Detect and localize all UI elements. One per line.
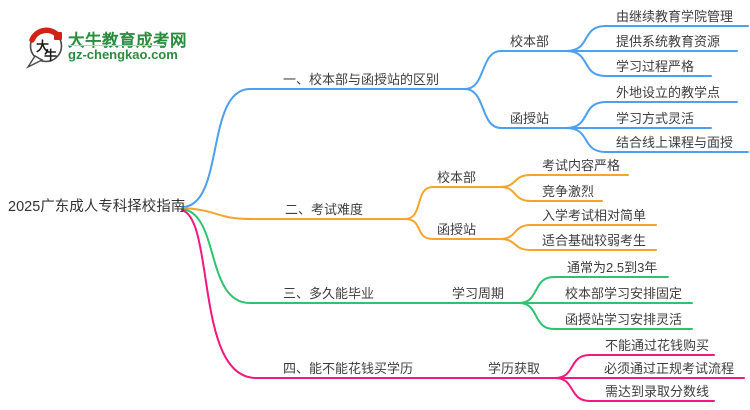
branch-3-label: 三、多久能毕业 — [283, 286, 375, 301]
branch-2-wires — [181, 174, 657, 251]
logo-red-seal — [54, 32, 62, 40]
wire-b2-main — [181, 207, 406, 220]
wire-b1-fork-down — [464, 88, 567, 129]
branch-2-group-2-label: 函授站 — [437, 222, 477, 237]
branch-3-wires — [181, 208, 693, 330]
branch-4-group-1-label: 学历获取 — [488, 361, 541, 376]
logo-bubble-tail — [26, 55, 44, 69]
root-node: 2025广东成人专科择校指南 — [8, 199, 186, 215]
branch-1-label: 一、校本部与函授站的区别 — [283, 72, 440, 87]
wire-b2-leaf-4 — [499, 238, 657, 251]
wire-b4-main — [181, 209, 556, 379]
wire-b4-leaf-3 — [554, 377, 715, 402]
branch-2-group-1-label: 校本部 — [437, 170, 477, 185]
leaf: 通常为2.5到3年 — [567, 260, 658, 275]
branch-4-wires — [181, 209, 745, 402]
branch-1-wires — [181, 25, 749, 208]
logo-url: gz-chengkao.com — [68, 47, 178, 62]
wire-b1-leaf-6 — [565, 127, 749, 153]
logo-separator — [68, 45, 165, 46]
leaf: 入学考试相对简单 — [542, 208, 647, 223]
logo-char-da: 大 — [36, 39, 49, 54]
branch-2-label: 二、考试难度 — [285, 202, 364, 217]
leaf: 提供系统教育资源 — [616, 34, 721, 49]
leaf: 学习过程严格 — [616, 59, 695, 74]
leaf: 由继续教育学院管理 — [616, 9, 734, 24]
leaf: 外地设立的教学点 — [616, 85, 721, 100]
leaf: 竞争激烈 — [542, 184, 595, 199]
branch-3-group-1-label: 学习周期 — [452, 286, 505, 301]
logo-bubble-icon: 大 牛 — [26, 27, 63, 69]
wire-b2-fork-down — [404, 218, 501, 240]
wire-b1-fork-up — [464, 50, 567, 90]
leaf: 结合线上课程与面授 — [616, 135, 734, 150]
wire-b1-leaf-3 — [565, 50, 712, 77]
leaf: 适合基础较弱考生 — [542, 233, 647, 248]
leaf: 需达到录取分数线 — [605, 384, 710, 399]
wire-b3-main — [181, 208, 520, 304]
wire-b1-main — [181, 88, 466, 208]
leaf: 不能通过花钱购买 — [605, 338, 710, 353]
leaf: 考试内容严格 — [542, 158, 621, 173]
branch-1-group-1-label: 校本部 — [510, 34, 550, 49]
wire-b3-leaf-3 — [518, 302, 693, 330]
branch-1-group-2-label: 函授站 — [510, 111, 550, 126]
logo-char-niu: 牛 — [44, 48, 57, 63]
branch-4-label: 四、能不能花钱买学历 — [283, 361, 414, 376]
leaf: 函授站学习安排灵活 — [565, 312, 683, 327]
leaf: 必须通过正规考试流程 — [604, 361, 735, 376]
wire-b2-fork-up — [404, 186, 501, 220]
wire-b2-leaf-2 — [499, 186, 603, 202]
leaf: 校本部学习安排固定 — [565, 286, 683, 301]
site-logo: 大 牛 大牛教育成考网 gz-chengkao.com — [12, 10, 187, 69]
leaf: 学习方式灵活 — [616, 111, 695, 126]
